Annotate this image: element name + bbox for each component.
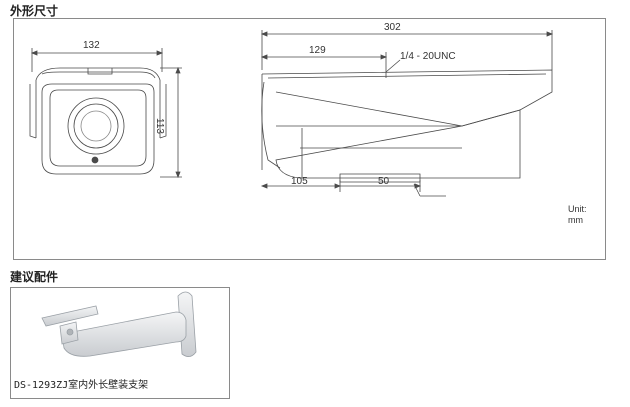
accessory-caption: DS-1293ZJ室内外长壁装支架: [14, 380, 149, 391]
side-front-offset-label: 105: [291, 176, 308, 187]
unit-label-line2: mm: [568, 215, 583, 225]
bracket-spacing-label: 50: [378, 176, 390, 187]
unit-label-line1: Unit:: [568, 204, 587, 214]
accessories-title: 建议配件: [10, 270, 59, 284]
thread-spec-label: 1/4 - 20UNC: [400, 51, 456, 62]
side-mount-offset-label: 129: [309, 45, 326, 56]
dimension-drawing-panel: [13, 18, 606, 260]
side-length-label: 302: [384, 22, 401, 33]
unit-label: Unit: mm: [568, 204, 587, 226]
dimensions-title: 外形尺寸: [10, 4, 59, 18]
front-width-label: 132: [83, 40, 100, 51]
